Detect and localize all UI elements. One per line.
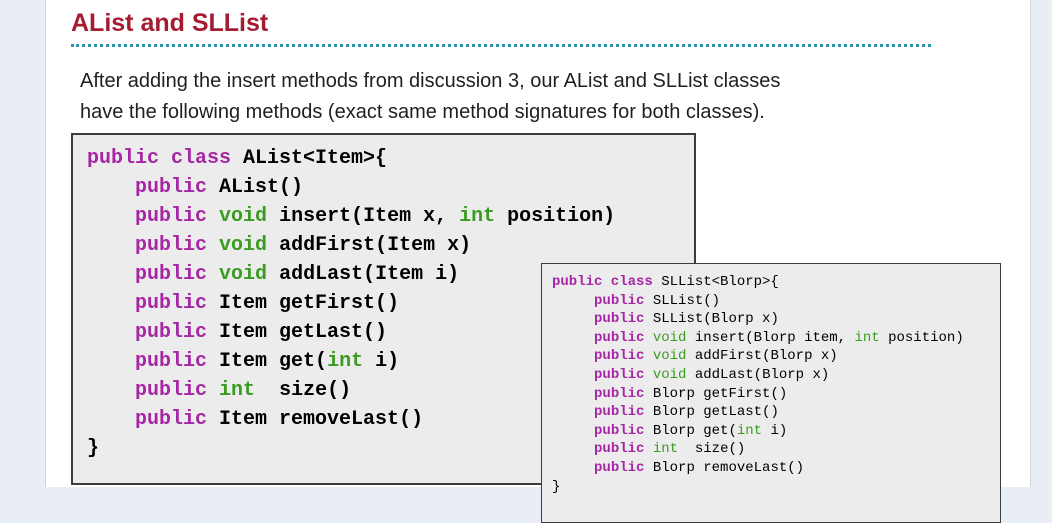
alist-code: public class AList<Item>{ public AList()… bbox=[87, 144, 694, 463]
code-line: public Blorp get(int i) bbox=[594, 422, 788, 439]
code-line: public class SLList<Blorp>{ bbox=[552, 274, 779, 290]
code-line: public void insert(Blorp item, int posit… bbox=[594, 329, 964, 346]
code-line: public Blorp getFirst() bbox=[594, 385, 788, 402]
code-line: public Item get(int i) bbox=[135, 350, 400, 373]
code-line: public Item getLast() bbox=[135, 321, 388, 344]
slide-page: AList and SLList After adding the insert… bbox=[45, 0, 1031, 523]
intro-paragraph-line: After adding the insert methods from dis… bbox=[80, 70, 781, 92]
code-line: public void insert(Item x, int position) bbox=[135, 205, 616, 228]
code-line: public int size() bbox=[594, 441, 746, 458]
page-title: AList and SLList bbox=[71, 9, 269, 37]
code-line: public void addLast(Item i) bbox=[135, 263, 460, 286]
code-line: public Item removeLast() bbox=[135, 408, 424, 431]
dotted-divider bbox=[71, 44, 931, 47]
code-line: public SLList(Blorp x) bbox=[594, 311, 779, 328]
intro-paragraph-line: have the following methods (exact same m… bbox=[80, 101, 765, 123]
code-line: public Item getFirst() bbox=[135, 292, 400, 315]
code-line: public void addFirst(Item x) bbox=[135, 234, 472, 257]
code-line: public SLList() bbox=[594, 292, 721, 309]
code-line: public Blorp removeLast() bbox=[594, 459, 805, 476]
intro-paragraph: After adding the insert methods from dis… bbox=[80, 66, 780, 128]
code-line: } bbox=[87, 437, 100, 460]
sllist-code-block: public class SLList<Blorp>{ public SLLis… bbox=[541, 263, 1001, 523]
code-line: public AList() bbox=[135, 176, 304, 199]
sllist-code: public class SLList<Blorp>{ public SLLis… bbox=[552, 273, 1000, 496]
code-line: public void addFirst(Blorp x) bbox=[594, 348, 838, 365]
code-line: public int size() bbox=[135, 379, 352, 402]
code-line: public class AList<Item>{ bbox=[87, 147, 388, 170]
code-line: public Blorp getLast() bbox=[594, 404, 779, 421]
code-line: public void addLast(Blorp x) bbox=[594, 366, 830, 383]
